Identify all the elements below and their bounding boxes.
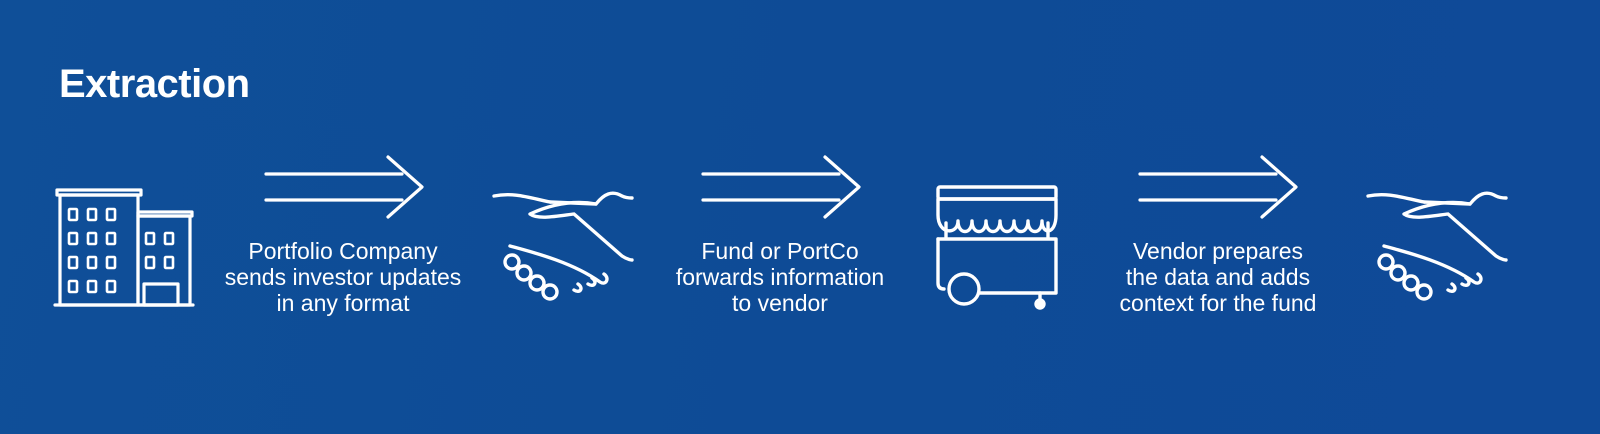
handshake-icon <box>1366 186 1508 306</box>
diagram-title: Extraction <box>59 62 250 106</box>
transition-caption: Portfolio Company sends investor updates… <box>224 238 462 316</box>
transition-caption: Fund or PortCo forwards information to v… <box>675 238 885 316</box>
double-line-arrow-right-icon <box>1138 154 1300 220</box>
transition-caption: Vendor prepares the data and adds contex… <box>1119 238 1317 316</box>
market-stall-cart-icon <box>934 185 1064 311</box>
double-line-arrow-right-icon <box>701 154 863 220</box>
double-line-arrow-right-icon <box>264 154 426 220</box>
handshake-icon <box>492 186 634 306</box>
office-building-icon <box>53 188 195 310</box>
